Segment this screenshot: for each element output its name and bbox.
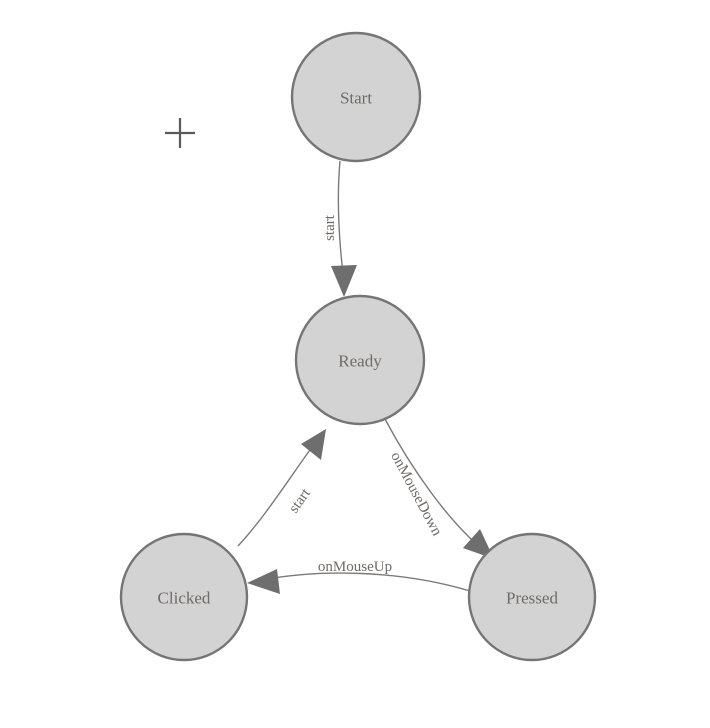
edge-label-clicked-to-ready: start	[286, 485, 314, 516]
node-pressed-label: Pressed	[506, 589, 558, 608]
edge-label-pressed-to-clicked: onMouseUp	[318, 559, 392, 575]
edge-label-start-to-ready: start	[322, 214, 338, 241]
node-pressed[interactable]: Pressed	[467, 532, 597, 662]
node-pressed-circle[interactable]	[467, 532, 597, 662]
node-clicked-label: Clicked	[158, 589, 211, 608]
edge-path-start-to-ready	[337, 160, 345, 283]
arrowhead-start-to-ready	[331, 265, 357, 297]
node-ready-label: Ready	[338, 352, 382, 371]
arrowhead-ready-to-pressed	[463, 529, 494, 559]
node-start[interactable]: Start	[290, 31, 422, 163]
edge-label-ready-to-pressed: onMouseDown	[387, 449, 445, 539]
arrowhead-clicked-to-ready	[301, 429, 326, 460]
node-clicked-circle[interactable]	[119, 532, 249, 662]
node-clicked[interactable]: Clicked	[119, 532, 249, 662]
edge-pressed-to-clicked[interactable]: onMouseUp	[247, 559, 471, 594]
node-start-label: Start	[340, 89, 372, 108]
edge-start-to-ready[interactable]: start	[322, 160, 357, 297]
edge-ready-to-pressed[interactable]: onMouseDown	[384, 418, 494, 559]
edge-clicked-to-ready[interactable]: start	[237, 429, 326, 547]
node-ready-circle[interactable]	[294, 294, 426, 426]
edge-path-ready-to-pressed	[384, 418, 482, 549]
node-start-circle[interactable]	[290, 31, 422, 163]
crosshair-cursor-icon	[165, 118, 195, 148]
node-ready[interactable]: Ready	[294, 294, 426, 426]
arrowhead-pressed-to-clicked	[247, 569, 280, 594]
edge-path-clicked-to-ready	[237, 442, 316, 547]
edge-path-pressed-to-clicked	[261, 572, 471, 592]
